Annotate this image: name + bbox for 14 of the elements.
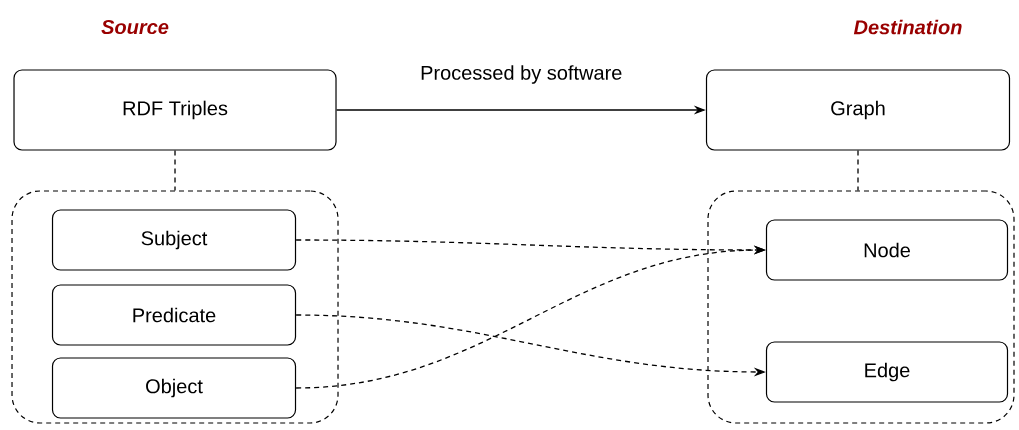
process-box: Subject <box>51 209 297 271</box>
container-box <box>11 190 339 424</box>
process-box: Object <box>51 357 297 419</box>
process-box: Node <box>765 219 1009 281</box>
connector-line <box>857 149 859 192</box>
connector-line <box>174 149 176 192</box>
process-box: Predicate <box>51 284 297 346</box>
edge-label: Processed by software <box>418 63 625 86</box>
process-box: Edge <box>765 341 1009 403</box>
heading: Source <box>101 19 169 35</box>
heading: Destination <box>853 19 962 35</box>
process-box: RDF Triples <box>13 69 337 151</box>
process-box: Graph <box>705 69 1011 151</box>
container-box <box>707 190 1015 424</box>
